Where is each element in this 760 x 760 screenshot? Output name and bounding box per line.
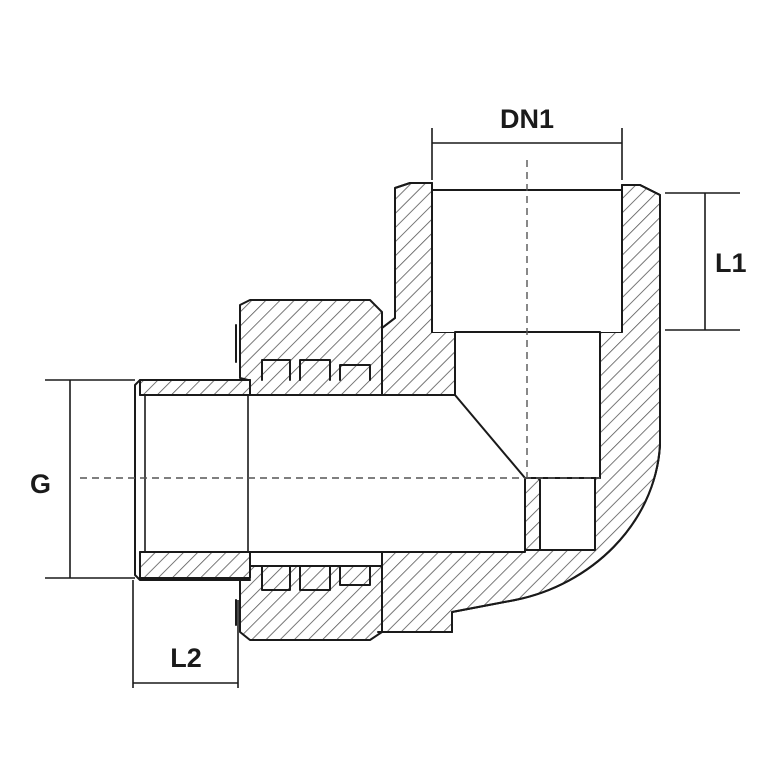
g-label: G [30,469,51,499]
bore [140,395,525,552]
spigot-wall-lower [139,551,251,579]
l2-label: L2 [170,643,202,673]
outer-outline-right [377,184,661,633]
outer-outline [381,182,433,329]
dn1-label: DN1 [500,104,554,134]
union-nut-upper [239,299,383,396]
spigot-outline [134,379,251,581]
nut-seal-upper [261,359,371,381]
spigot-wall-upper [139,379,251,396]
l1-label: L1 [715,248,747,278]
nut-seal-lower [261,565,371,591]
